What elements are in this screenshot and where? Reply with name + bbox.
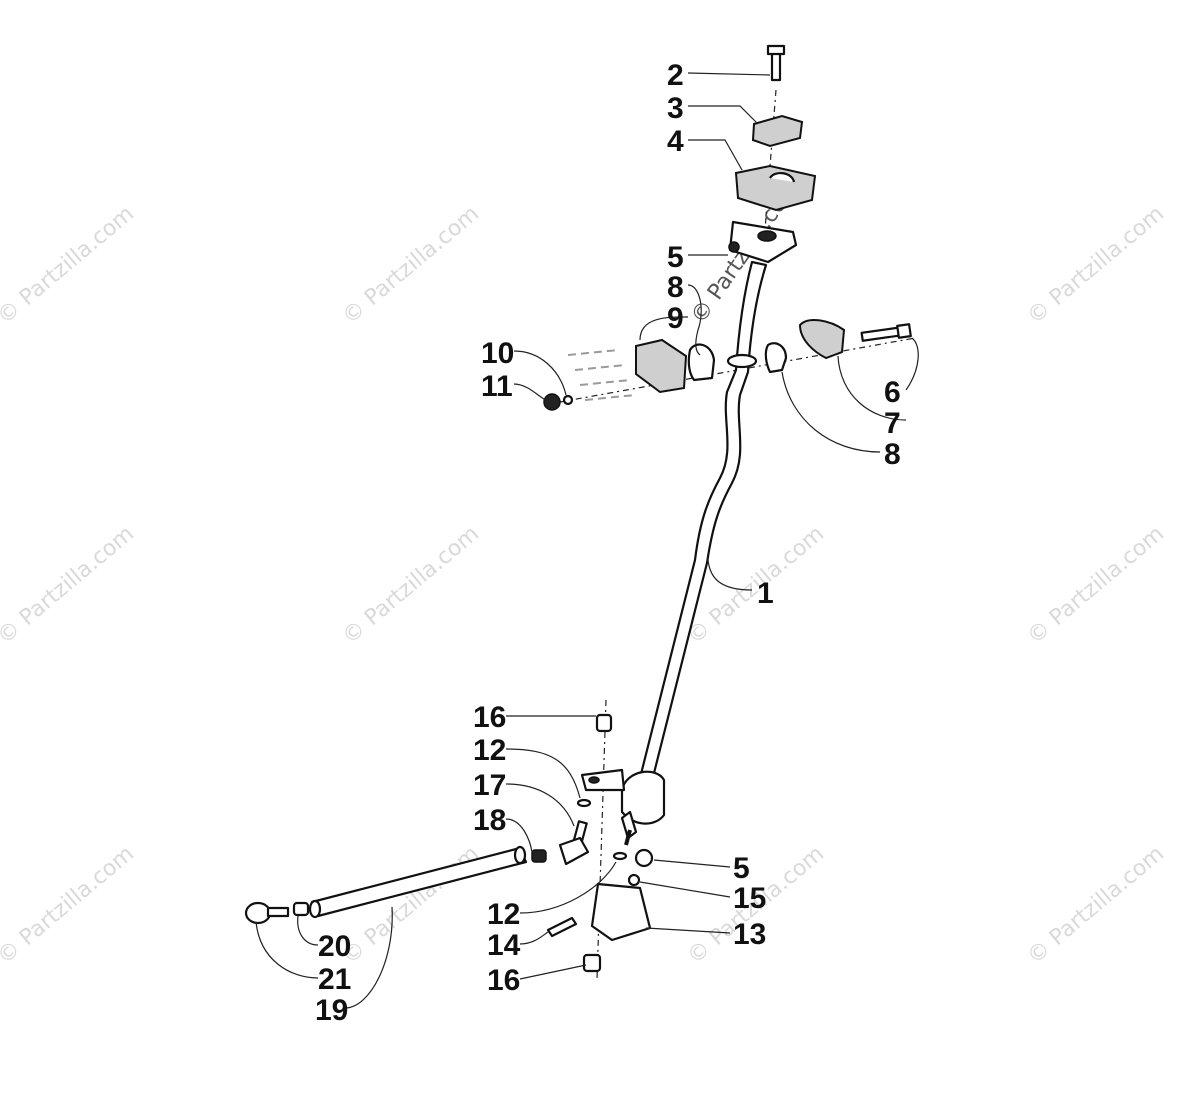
tie-rod-parts [244,845,528,925]
pitman-arm-parts [531,713,654,973]
callout-3: 3 [667,92,684,125]
callout-15: 15 [733,882,766,915]
callout-14: 14 [487,929,521,962]
callout-2: 2 [667,59,684,92]
steering-post-part [580,220,798,846]
callout-12: 12 [487,898,520,931]
callout-9: 9 [667,302,684,335]
callout-5: 5 [733,852,750,885]
callout-6: 6 [884,376,901,409]
callout-8: 8 [667,271,684,304]
watermark: © Partzilla.com [1023,201,1169,329]
callout-11: 11 [481,370,513,403]
callout-21: 21 [318,963,351,996]
callout-16: 16 [473,701,506,734]
watermark: © Partzilla.com [1023,841,1169,969]
callout-7: 7 [884,407,901,440]
lower-clamp-parts [543,318,912,411]
callout-12: 12 [473,734,506,767]
leader-lines [255,72,919,1009]
watermark: © Partzilla.com [0,521,139,649]
callout-16: 16 [487,964,520,997]
callout-13: 13 [733,918,766,951]
watermark: © Partzilla.com [0,201,139,329]
watermark: © Partzilla.com [338,201,484,329]
watermark: © Partzilla.com [338,521,484,649]
callout-8: 8 [884,438,901,471]
callout-4: 4 [667,125,684,158]
callout-18: 18 [473,804,506,837]
handlebar-clamp-parts [728,44,817,253]
callout-17: 17 [473,769,506,802]
callout-19: 19 [315,994,348,1027]
callout-20: 20 [318,930,351,963]
watermark: © Partzilla.com [1023,521,1169,649]
callout-labels: 2 3 4 5 8 9 10 11 6 7 8 1 16 12 17 18 5 … [315,59,901,1027]
watermark: © Partzilla.com [0,841,139,969]
callout-5: 5 [667,241,684,274]
callout-1: 1 [757,577,774,610]
callout-10: 10 [481,337,514,370]
